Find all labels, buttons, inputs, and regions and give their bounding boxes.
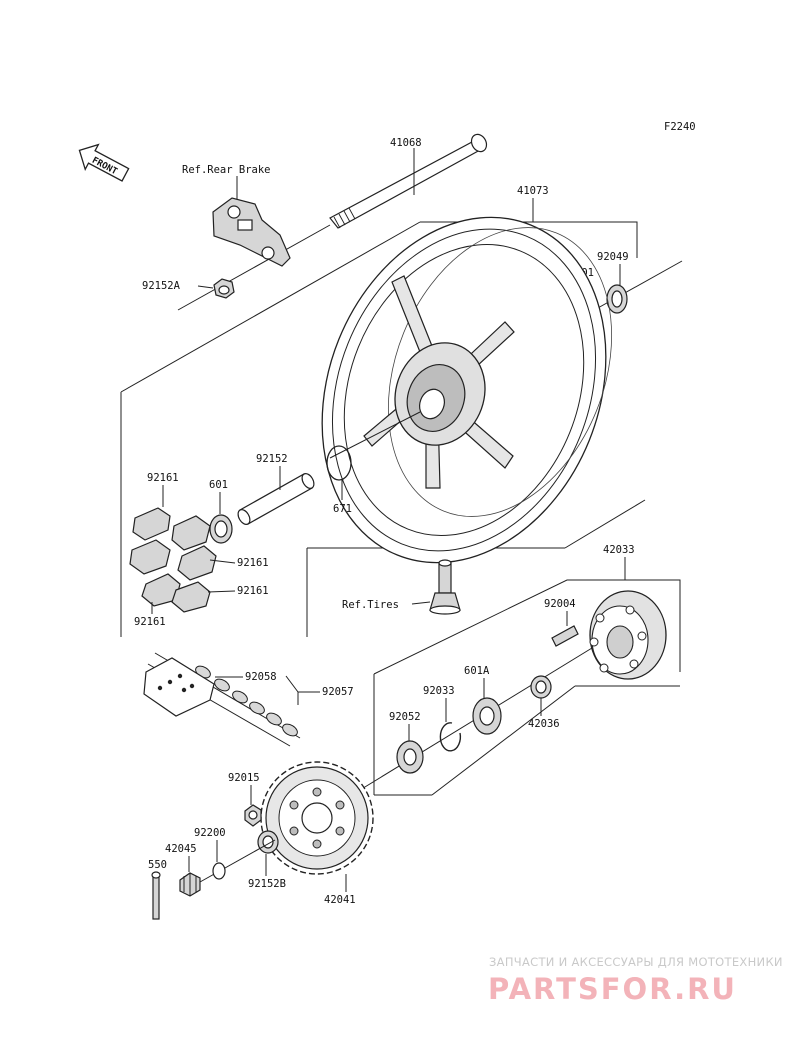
seal-92049-part[interactable] (606, 284, 628, 314)
rear-wheel-part[interactable] (272, 174, 656, 605)
callout-chain: 92057 (322, 686, 354, 698)
chain-joint-92058-part[interactable] (143, 657, 215, 717)
watermark-logo: ЗАПЧАСТИ И АКСЕССУАРЫ ДЛЯ МОТОТЕХНИКИ PA… (488, 955, 783, 1006)
front-arrow-icon: FRONT (78, 143, 130, 182)
nut-92015-part[interactable] (244, 804, 262, 827)
collar-42036-part[interactable] (530, 675, 552, 699)
coupling-frame-lines (373, 579, 681, 796)
callout-ref-rear-brake[interactable]: Ref.Rear Brake (182, 164, 271, 176)
collar-92152a-part[interactable] (213, 278, 235, 299)
callout-ref-tires[interactable]: Ref.Tires (342, 599, 399, 611)
bearing-601-left-part[interactable] (209, 514, 233, 544)
tire-valve-part[interactable] (429, 559, 461, 615)
callout-collar-92152b: 92152B (248, 878, 286, 890)
callout-washer: 92200 (194, 827, 226, 839)
cotter-pin-550-part[interactable] (151, 871, 161, 920)
damper-92161-part[interactable] (129, 507, 217, 613)
callout-wheel: 41073 (517, 185, 549, 197)
callout-axle-nut: 42045 (165, 843, 197, 855)
watermark-brand: PARTSFOR.RU (488, 972, 737, 1006)
figure-code: F2240 (664, 121, 696, 133)
sprocket-42041-part[interactable] (260, 761, 374, 875)
o-ring-671-part[interactable] (326, 445, 352, 481)
brake-bracket-part[interactable] (212, 197, 291, 267)
callout-seal-92052: 92052 (389, 711, 421, 723)
callout-seal-92049: 92049 (597, 251, 629, 263)
callout-damper-mid2: 92161 (237, 585, 269, 597)
seal-92052-part[interactable] (396, 740, 424, 774)
axle-part[interactable] (177, 132, 489, 311)
callout-sprocket: 42041 (324, 894, 356, 906)
circlip-92033-part[interactable] (439, 722, 462, 752)
callout-chain-joint: 92058 (245, 671, 277, 683)
callout-nut-92015: 92015 (228, 772, 260, 784)
callout-sleeve-92152: 92152 (256, 453, 288, 465)
callout-coupling: 42033 (603, 544, 635, 556)
coupling-42033-part[interactable] (589, 590, 667, 680)
callout-collar-92152a: 92152A (142, 280, 181, 292)
watermark-tagline: ЗАПЧАСТИ И АКСЕССУАРЫ ДЛЯ МОТОТЕХНИКИ (489, 955, 783, 969)
callout-damper-mid: 92161 (237, 557, 269, 569)
callout-stud: 92004 (544, 598, 576, 610)
collar-92152b-part[interactable] (257, 830, 279, 854)
callout-circlip: 92033 (423, 685, 455, 697)
callout-axle: 41068 (390, 137, 422, 149)
washer-92200-part[interactable] (212, 862, 226, 880)
callout-damper-top: 92161 (147, 472, 179, 484)
sleeve-92152-part[interactable] (236, 472, 317, 527)
callout-damper-bottom: 92161 (134, 616, 166, 628)
axle-nut-42045-part[interactable] (179, 872, 201, 897)
callout-bearing-601-left: 601 (209, 479, 228, 491)
callout-bearing-601a: 601A (464, 665, 490, 677)
callout-collar-42036: 42036 (528, 718, 560, 730)
stud-92004-part[interactable] (551, 625, 579, 647)
callout-o-ring-671: 671 (333, 503, 352, 515)
callout-cotter-pin: 550 (148, 859, 167, 871)
bearing-601a-part[interactable] (472, 697, 502, 735)
